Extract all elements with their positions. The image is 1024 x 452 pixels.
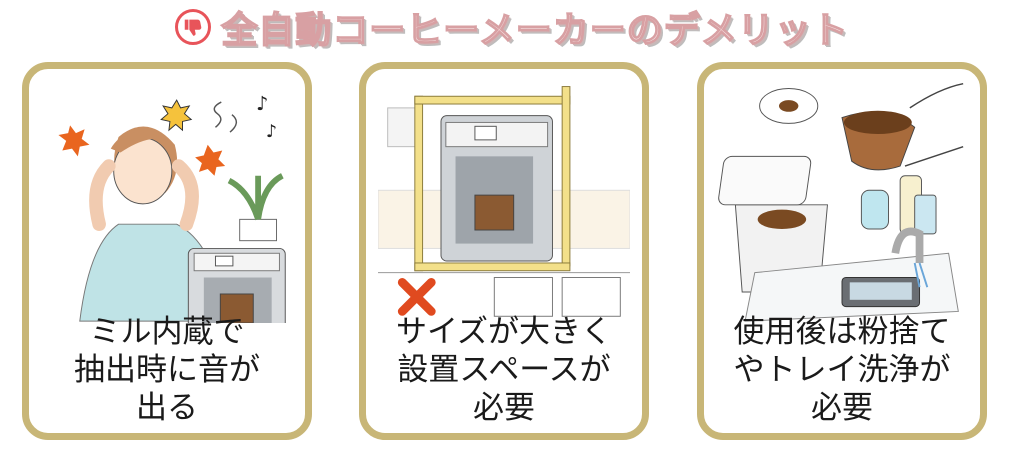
caption-line: 設置スペースが [397,352,611,388]
cleaning-illustration [716,75,968,323]
demerit-card-noise: ♪ ♪ ミル内蔵で 抽出時に音が 出る [22,62,312,440]
caption-line: 必要 [473,390,535,426]
caption-line: 必要 [811,390,873,426]
card-caption: ミル内蔵で 抽出時に音が 出る [29,313,305,427]
demerit-card-size: サイズが大きく 設置スペースが 必要 [359,62,649,440]
caption-line: 抽出時に音が [74,352,260,388]
demerit-card-cleaning: 使用後は粉捨て やトレイ洗浄が 必要 [697,62,987,440]
thumbs-down-icon [175,9,212,45]
caption-line: ミル内蔵で [89,314,245,350]
size-illustration [377,75,631,323]
noise-illustration: ♪ ♪ [41,75,293,346]
caption-line: サイズが大きく [395,314,613,350]
card-caption: サイズが大きく 設置スペースが 必要 [366,313,642,427]
page-header: 全自動コーヒーメーカーのデメリット [0,4,1024,52]
caption-line: 使用後は粉捨て [733,314,951,350]
caption-line: やトレイ洗浄が [733,352,951,388]
svg-text:♪: ♪ [266,122,277,142]
card-caption: 使用後は粉捨て やトレイ洗浄が 必要 [704,313,980,427]
page-title: 全自動コーヒーメーカーのデメリット [220,9,849,52]
svg-text:♪: ♪ [256,92,268,115]
caption-line: 出る [136,390,198,426]
